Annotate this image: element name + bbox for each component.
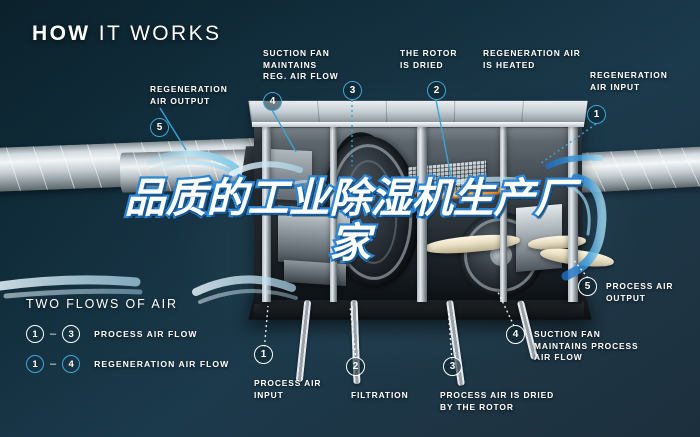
callout-label-rotor-dried: THE ROTOR IS DRIED bbox=[400, 48, 458, 70]
frame-post-3 bbox=[417, 126, 427, 302]
callout-marker-filtration[interactable]: 2 bbox=[346, 357, 365, 376]
legend-title: TWO FLOWS OF AIR bbox=[26, 297, 178, 311]
callout-label-process-dried: PROCESS AIR IS DRIED BY THE ROTOR bbox=[440, 390, 555, 412]
callout-label-filtration: FILTRATION bbox=[351, 390, 409, 400]
chinese-headline-line-2: 家 bbox=[327, 218, 373, 267]
legend-circle-from-process: 1 bbox=[26, 325, 44, 343]
callout-label-process-input: PROCESS AIR INPUT bbox=[254, 378, 322, 400]
legend-dash-regeneration: – bbox=[50, 358, 57, 370]
frame-post-4 bbox=[500, 126, 507, 302]
callout-label-process-output: PROCESS AIR OUTPUT bbox=[606, 281, 674, 303]
callout-marker-regen-input[interactable]: 1 bbox=[587, 105, 606, 124]
page-title-bold: HOW bbox=[32, 22, 91, 45]
legend-dash-process: – bbox=[50, 328, 57, 340]
page-title: HOW IT WORKS bbox=[32, 22, 221, 46]
callout-marker-regen-output[interactable]: 5 bbox=[150, 118, 169, 137]
callout-label-regen-heated: REGENERATION AIR IS HEATED bbox=[483, 48, 581, 70]
frame-post-1 bbox=[262, 126, 271, 302]
frame-post-2 bbox=[330, 126, 337, 302]
legend-circle-to-regeneration: 4 bbox=[62, 355, 81, 373]
legend-row-process: 1 – 3 PROCESS AIR FLOW bbox=[26, 325, 198, 343]
callout-label-suction-fan-reg: SUCTION FAN MAINTAINS REG. AIR FLOW bbox=[263, 48, 339, 82]
machine-top-edge bbox=[252, 122, 584, 127]
chinese-headline-overlay: 品质的工业除湿机生产厂 家 bbox=[0, 174, 700, 267]
legend-label-regeneration: REGENERATION AIR FLOW bbox=[94, 359, 230, 369]
callout-marker-suction-fan-reg[interactable]: 4 bbox=[263, 92, 282, 111]
page-title-rest: IT WORKS bbox=[90, 22, 222, 45]
callout-label-suction-fan-process: SUCTION FAN MAINTAINS PROCESS AIR FLOW bbox=[534, 329, 639, 363]
callout-marker-process-dried[interactable]: 3 bbox=[443, 357, 462, 376]
chinese-headline-line-1: 品质的工业除湿机生产厂 bbox=[122, 174, 578, 222]
callout-marker-regen-heated[interactable]: 2 bbox=[427, 81, 446, 100]
callout-label-regen-input: REGENERATION AIR INPUT bbox=[590, 70, 668, 92]
callout-label-regen-output: REGENERATION AIR OUTPUT bbox=[150, 84, 228, 106]
callout-marker-rotor-dried[interactable]: 3 bbox=[343, 81, 362, 100]
callout-marker-suction-fan-process[interactable]: 4 bbox=[506, 325, 525, 344]
legend-circle-to-process: 3 bbox=[62, 325, 81, 343]
callout-marker-process-output[interactable]: 5 bbox=[578, 277, 597, 296]
legend-label-process: PROCESS AIR FLOW bbox=[94, 329, 198, 339]
legend-circle-from-regeneration: 1 bbox=[26, 355, 44, 373]
callout-marker-process-input[interactable]: 1 bbox=[254, 345, 273, 364]
machine-base-front bbox=[254, 302, 584, 318]
legend-row-regeneration: 1 – 4 REGENERATION AIR FLOW bbox=[26, 355, 229, 373]
